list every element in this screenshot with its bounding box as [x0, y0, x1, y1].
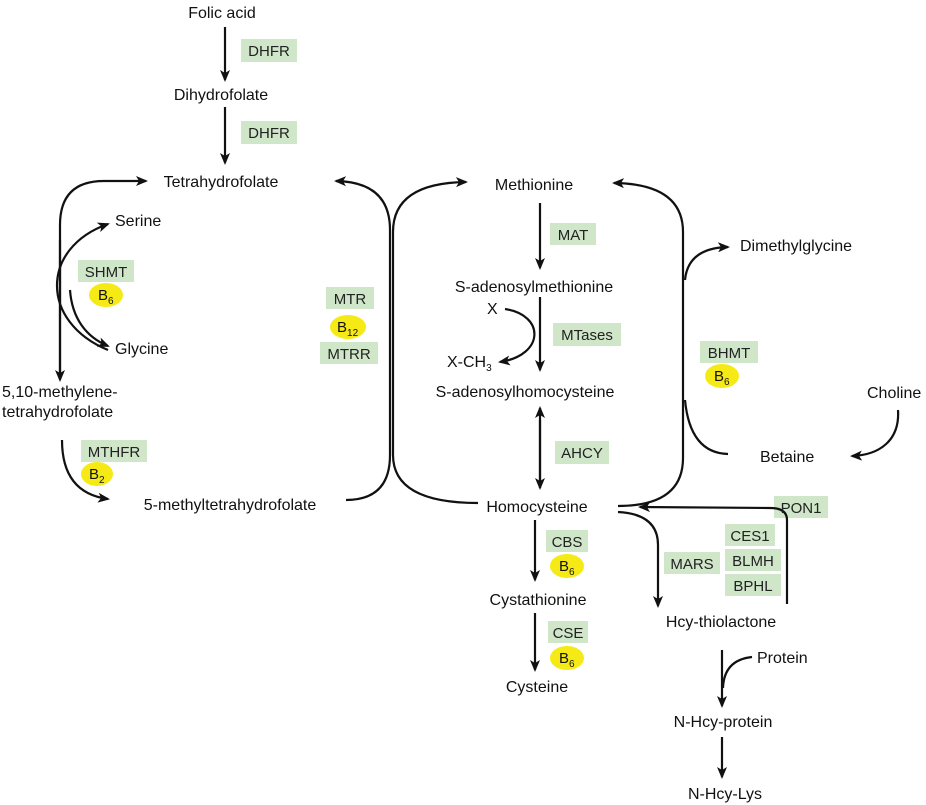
label-betaine: Betaine — [760, 449, 814, 466]
label-x: X — [487, 301, 498, 318]
label-sam: S-adenosylmethionine — [455, 279, 613, 296]
enzyme-dhfr-2: DHFR — [248, 125, 290, 142]
enzyme-box-mtrr — [320, 342, 378, 364]
enzyme-boxes — [78, 39, 828, 643]
arrow-glycine-serine-curve — [56, 222, 110, 352]
vitamin-badge-shmt — [89, 283, 123, 307]
label-glycine: Glycine — [115, 341, 168, 358]
enzyme-box-shmt — [78, 260, 134, 282]
enzyme-mat: MAT — [558, 227, 589, 244]
enzyme-box-mtr — [326, 287, 374, 309]
enzyme-box-cse — [548, 621, 588, 643]
label-folic-acid: Folic acid — [188, 5, 256, 22]
label-methylene-thf-line1: 5,10-methylene- — [2, 384, 118, 401]
enzyme-labels: DHFR DHFR SHMT MTHFR MTR MTRR MAT MTases… — [85, 43, 822, 642]
vitamin-b2-mthfr: B2 — [89, 466, 105, 486]
label-n-hcy-protein: N-Hcy-protein — [674, 714, 773, 731]
vitamin-labels: B6 B2 B12 B6 B6 B6 — [89, 287, 730, 670]
enzyme-cse: CSE — [553, 625, 584, 642]
arrow-methylene-to-methyl-thf — [60, 439, 110, 503]
arrow-choline-to-betaine — [850, 409, 900, 461]
arrow-x-to-xch3 — [498, 307, 536, 366]
pathway-arrows — [55, 27, 900, 779]
enzyme-box-ces1 — [725, 524, 775, 546]
vitamin-badge-mtr — [330, 315, 366, 339]
enzyme-shmt: SHMT — [85, 264, 128, 281]
enzyme-mthfr: MTHFR — [88, 444, 141, 461]
vitamin-badge-cbs — [550, 554, 584, 578]
arrow-betaine-line — [683, 399, 729, 456]
enzyme-box-mtases — [553, 323, 621, 346]
label-x-ch3: X-CH3 — [447, 354, 492, 374]
enzyme-cbs: CBS — [552, 534, 583, 551]
label-homocysteine: Homocysteine — [486, 499, 587, 516]
metabolite-labels: Folic acid Dihydrofolate Tetrahydrofolat… — [2, 5, 921, 803]
enzyme-box-cbs — [546, 530, 588, 552]
label-choline: Choline — [867, 385, 921, 402]
label-dimethylglycine: Dimethylglycine — [740, 238, 852, 255]
enzyme-box-mat — [550, 223, 596, 245]
label-protein: Protein — [757, 650, 808, 667]
enzyme-pon1: PON1 — [781, 500, 822, 517]
enzyme-bhmt: BHMT — [708, 345, 751, 362]
enzyme-box-blmh — [725, 549, 781, 571]
arrow-methylene-to-thf — [58, 176, 148, 374]
label-cysteine: Cysteine — [506, 679, 568, 696]
enzyme-box-ahcy — [555, 441, 609, 464]
arrow-hcy-to-methionine — [391, 177, 479, 505]
label-serine: Serine — [115, 213, 161, 230]
label-x-ch3-sub: 3 — [486, 363, 492, 374]
vitamin-b6-shmt: B6 — [98, 287, 114, 307]
enzyme-blmh: BLMH — [732, 553, 774, 570]
vitamin-b12-mtr: B12 — [337, 319, 359, 339]
enzyme-box-mthfr — [81, 440, 147, 462]
enzyme-mtases: MTases — [561, 327, 613, 344]
arrow-to-dimethylglycine — [683, 242, 730, 281]
enzyme-mtrr: MTRR — [327, 346, 370, 363]
vitamin-b6-bhmt: B6 — [714, 368, 730, 388]
vitamin-badge-mthfr — [81, 462, 113, 486]
label-dihydrofolate: Dihydrofolate — [174, 87, 268, 104]
label-x-ch3-main: X-CH — [447, 354, 486, 371]
arrow-methylthf-to-thf — [334, 176, 392, 502]
vitamin-badges — [81, 283, 739, 670]
vitamin-b6-cse: B6 — [559, 650, 575, 670]
enzyme-box-bphl — [725, 574, 781, 596]
label-methylene-thf-line2: tetrahydrofolate — [2, 404, 113, 421]
arrow-hcy-to-thiolactone — [617, 510, 663, 608]
enzyme-dhfr-1: DHFR — [248, 43, 290, 60]
enzyme-mtr: MTR — [334, 291, 367, 308]
vitamin-b6-cbs: B6 — [559, 558, 575, 578]
enzyme-mars: MARS — [670, 556, 713, 573]
label-methionine: Methionine — [495, 177, 573, 194]
enzyme-bphl: BPHL — [733, 578, 772, 595]
arrow-hcy-to-met-bhmt — [612, 178, 685, 508]
enzyme-ces1: CES1 — [730, 528, 769, 545]
vitamin-badge-bhmt — [705, 364, 739, 388]
label-methyl-thf: 5-methyltetrahydrofolate — [144, 497, 317, 514]
arrow-protein-join — [721, 655, 753, 689]
enzyme-box-bhmt — [700, 341, 758, 363]
enzyme-box-dhfr-1 — [241, 39, 297, 62]
label-hcy-thiolactone: Hcy-thiolactone — [666, 614, 776, 631]
label-n-hcy-lys: N-Hcy-Lys — [688, 786, 762, 803]
label-cystathionine: Cystathionine — [490, 592, 587, 609]
enzyme-box-pon1 — [774, 496, 828, 518]
vitamin-badge-cse — [550, 646, 584, 670]
enzyme-box-mars — [664, 552, 720, 574]
label-sah: S-adenosylhomocysteine — [436, 384, 615, 401]
enzyme-box-dhfr-2 — [241, 121, 297, 144]
label-tetrahydrofolate: Tetrahydrofolate — [164, 174, 279, 191]
arrow-thiolactone-to-hcy — [638, 502, 789, 604]
enzyme-ahcy: AHCY — [561, 445, 603, 462]
arrow-serine-glycine-curve — [68, 289, 110, 348]
